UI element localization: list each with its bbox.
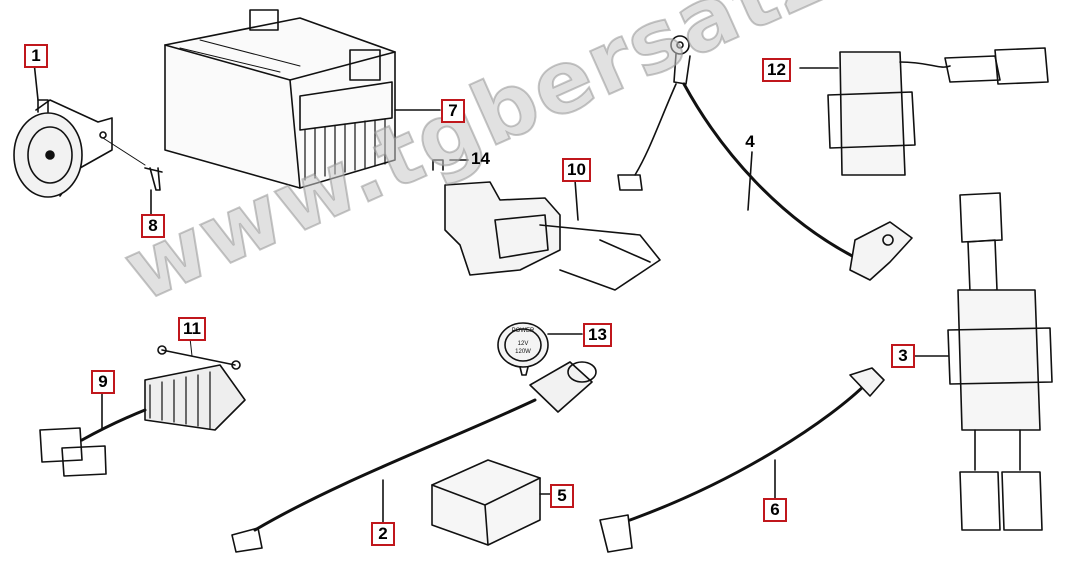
callout-7: 7	[441, 99, 465, 123]
callout-2: 2	[371, 522, 395, 546]
screw-part	[102, 137, 163, 215]
horn-part	[13, 61, 113, 198]
callout-14: 14	[471, 149, 490, 168]
rubber-cover-part	[431, 459, 556, 546]
socket-label-power: POWER	[512, 328, 535, 334]
callout-3: 3	[891, 344, 915, 368]
socket-label-voltage: 12V	[518, 341, 529, 347]
starter-relay-part	[799, 47, 1049, 176]
callout-9: 9	[91, 370, 115, 394]
rectifier-regulator-part	[39, 364, 246, 477]
battery-part	[164, 9, 441, 189]
cdi-unit-part	[914, 192, 1053, 531]
callout-6: 6	[763, 498, 787, 522]
callout-8: 8	[141, 214, 165, 238]
callout-10: 10	[562, 158, 591, 182]
bolt-set-part	[157, 337, 241, 370]
clip-part	[432, 159, 469, 171]
callout-13: 13	[583, 323, 612, 347]
callout-11: 11	[178, 317, 206, 341]
callout-4: 4	[745, 132, 755, 151]
ground-cable-part	[617, 35, 913, 281]
callout-5: 5	[550, 484, 574, 508]
socket-harness-part	[231, 361, 597, 553]
socket-cap-part	[497, 322, 583, 376]
socket-label-wattage: 120W	[515, 349, 531, 355]
relay-assembly-part	[444, 179, 661, 291]
battery-cable-part	[599, 367, 885, 553]
callout-12: 12	[762, 58, 791, 82]
callout-1: 1	[24, 44, 48, 68]
